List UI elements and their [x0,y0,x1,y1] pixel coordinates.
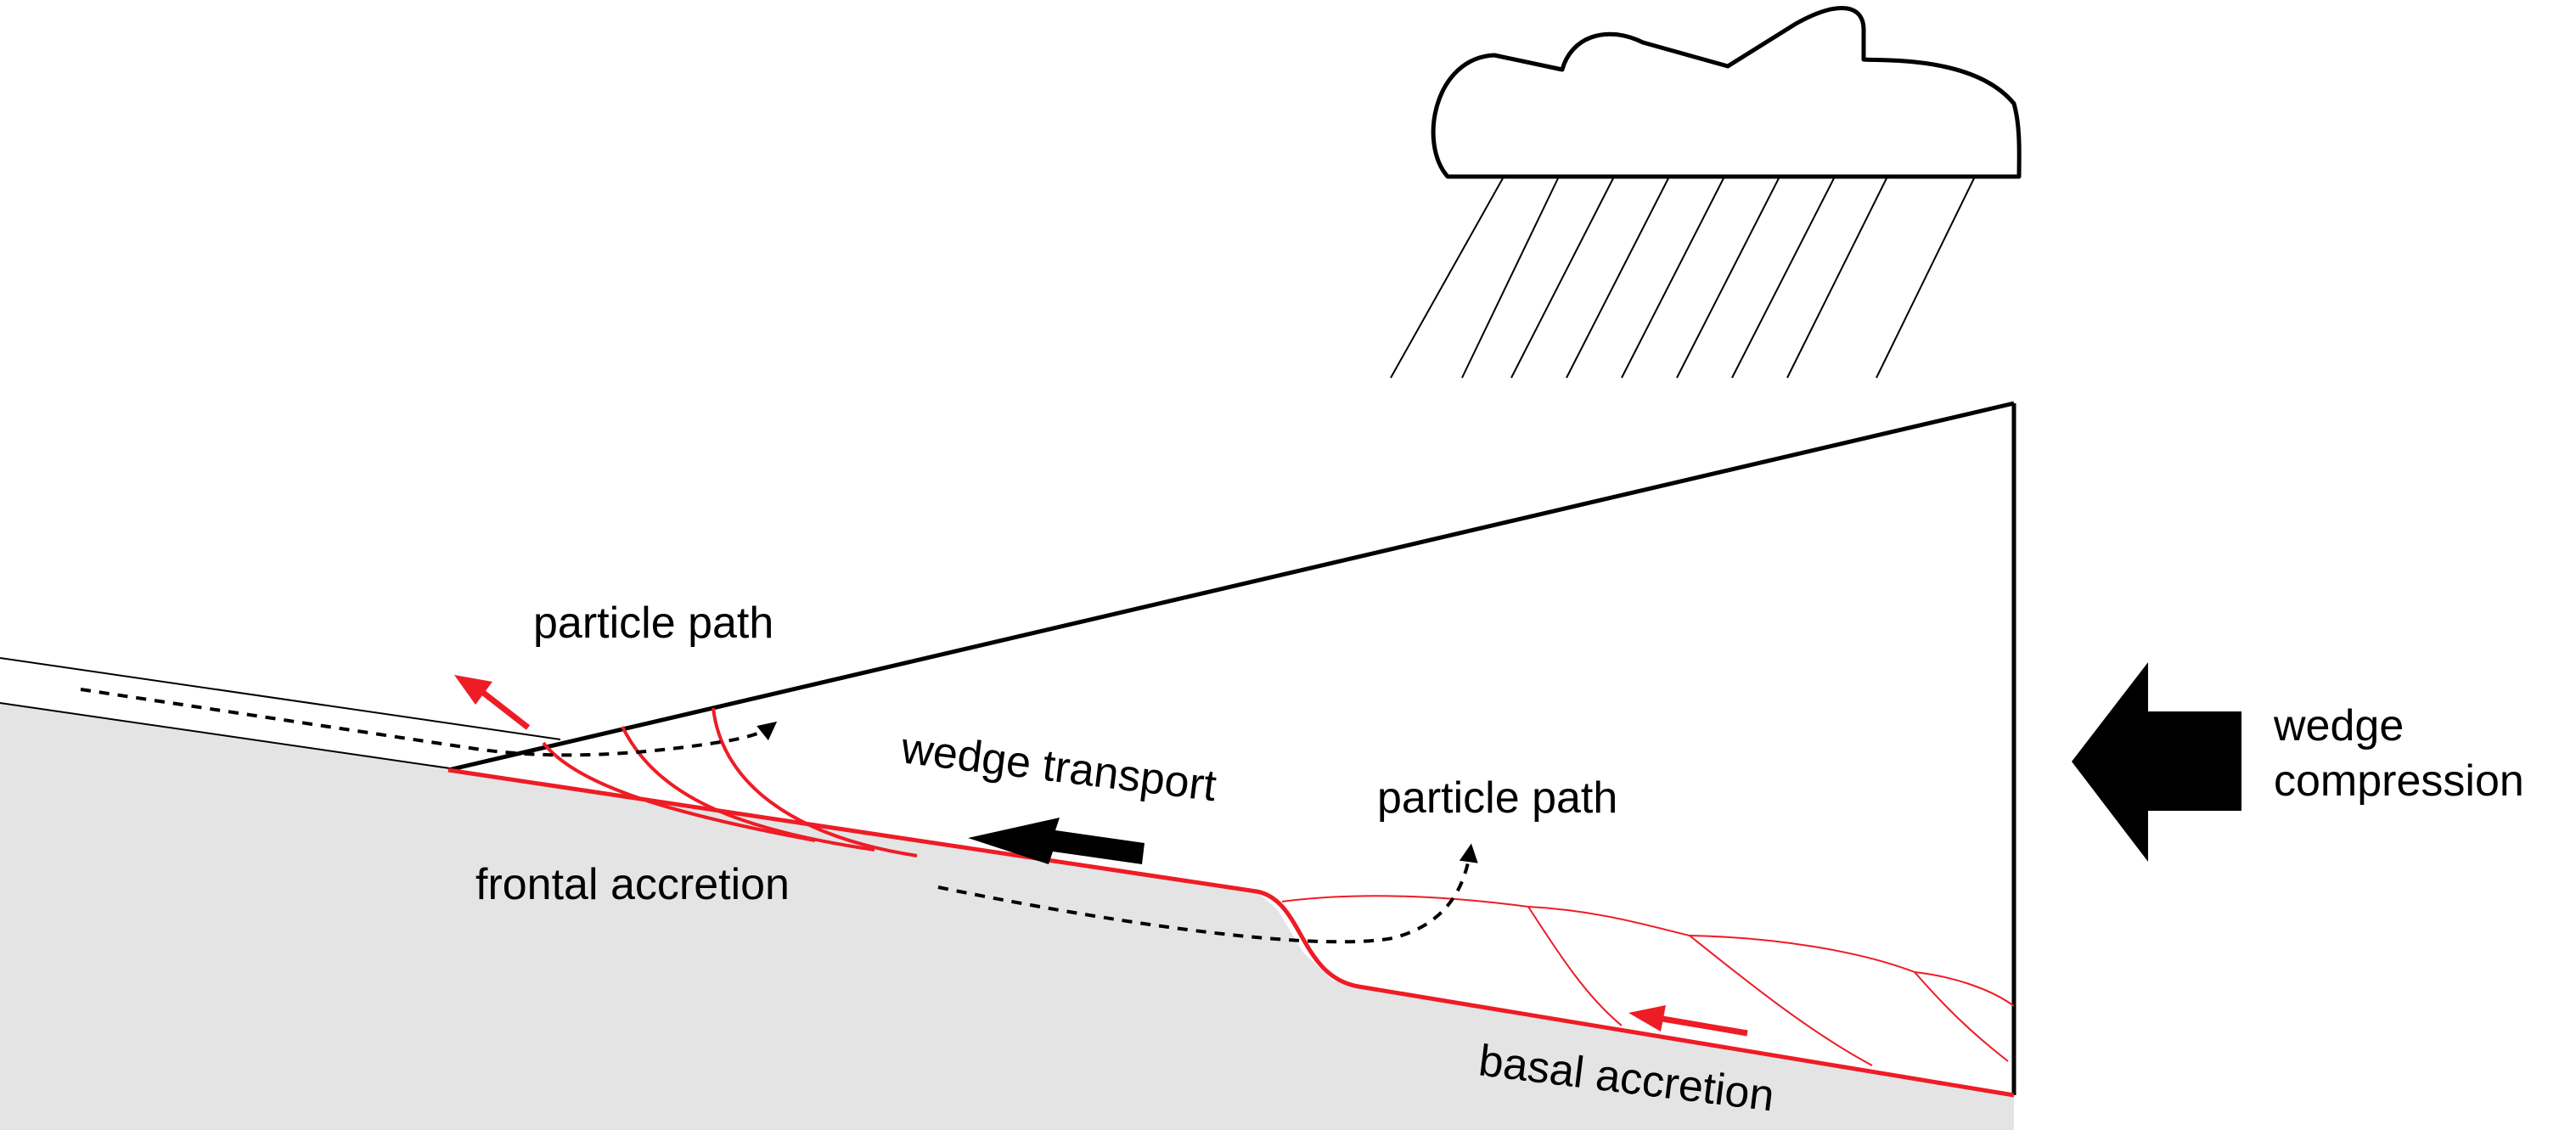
basal-duplex [1281,895,2015,1066]
frontal-accretion-label: frontal accretion [475,860,790,909]
wedge-surface [447,401,2015,773]
wedge-compression-label-line1: wedge [2273,701,2404,751]
particle-path-lower-label: particle path [1377,773,1617,823]
wedge-compression-arrow [2072,662,2241,862]
slip-arrow-upper [454,675,531,730]
particle-path-upper-label: particle path [533,599,773,648]
particle-path-upper-line [80,688,778,757]
incoming-layer-top [0,657,561,740]
slip-arrow-basal [1628,1005,1748,1037]
wedge-transport-arrow-shape [968,818,1145,864]
particle-path-lower-line [937,843,1478,944]
cloud-icon [1431,6,2022,179]
wedge-transport-label: wedge transport [898,723,1220,811]
wedge-compression-label-line2: compression [2274,756,2524,806]
incoming-layer-base [0,702,451,769]
frontal-thrusts [542,707,918,857]
subducting-plate [0,703,2014,1130]
basal-decollement [447,767,2015,1098]
rain-icon [1390,177,1975,379]
